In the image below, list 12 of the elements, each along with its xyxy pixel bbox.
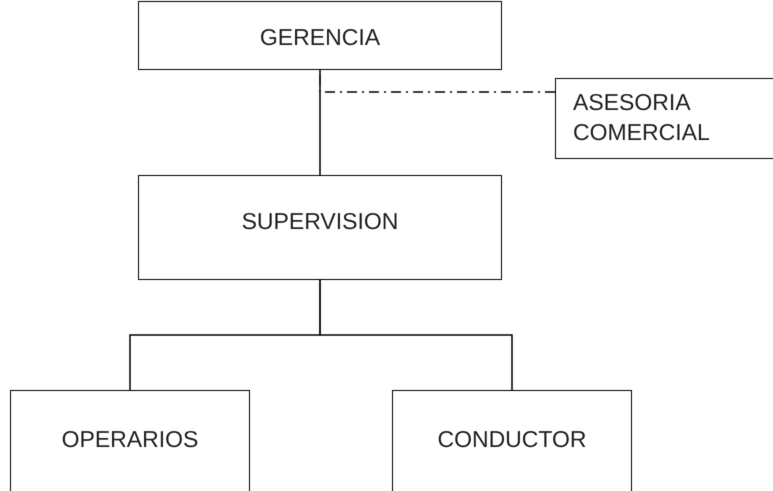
box-label: SUPERVISION [242, 207, 398, 236]
org-box [138, 175, 502, 280]
org-box [10, 390, 250, 491]
connector-line [319, 280, 513, 390]
connector-line [319, 70, 321, 175]
box-label: OPERARIOS [62, 425, 198, 454]
org-box [392, 390, 632, 491]
box-label: CONDUCTOR [437, 425, 587, 454]
org-box [555, 78, 773, 159]
box-label: GERENCIA [260, 23, 380, 52]
box-label: ASESORIA COMERCIAL [573, 88, 711, 147]
org-box [138, 1, 502, 70]
